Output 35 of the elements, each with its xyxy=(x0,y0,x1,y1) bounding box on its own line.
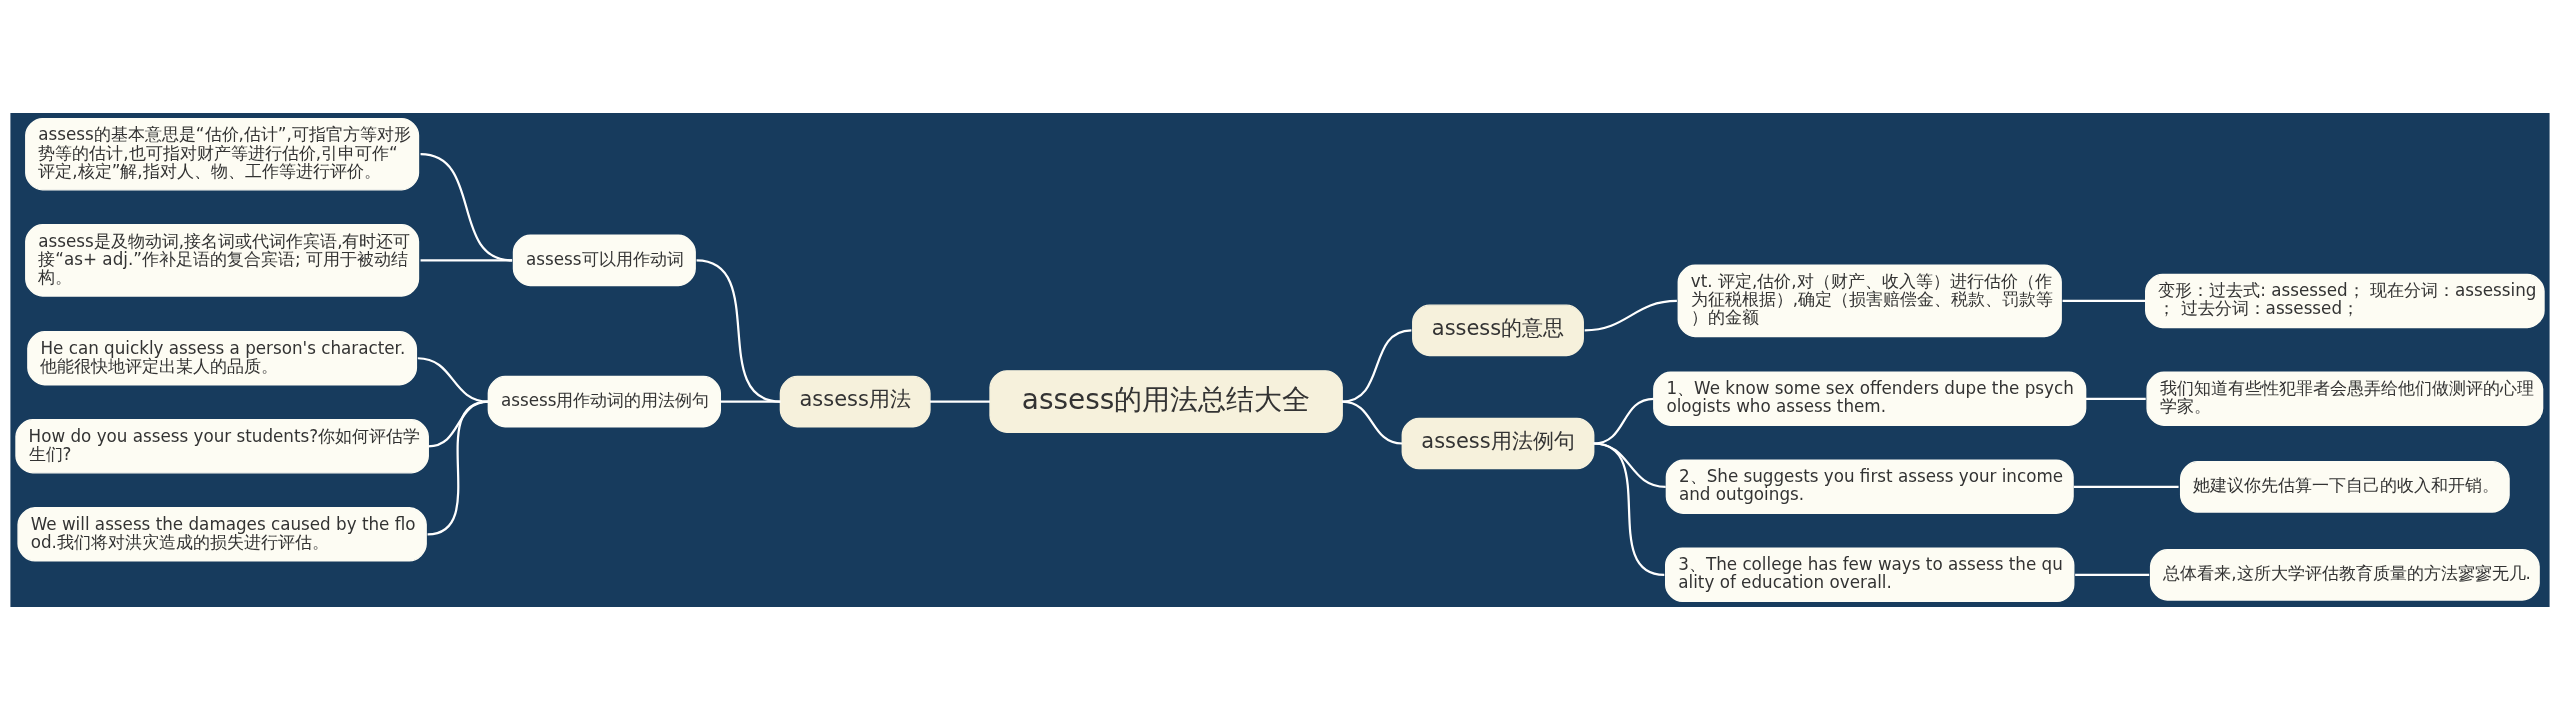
connector xyxy=(696,259,781,403)
node-box: How do you assess your students?你如何评估学生们? xyxy=(15,419,429,474)
connector xyxy=(720,400,781,403)
connector xyxy=(420,259,513,262)
node-box: assess的基本意思是“估价,估计”,可指官方等对形势等的估计,也可指对财产等进行估价,引申可作“评定,核定”解,指对人、物、工作等进行评价。 xyxy=(25,117,420,191)
connector xyxy=(420,153,513,262)
node-box: 总体看来,这所大学评估教育质量的方法寥寥无几. xyxy=(2149,549,2540,601)
node-box: 2、She suggests you first assess your income and outgoings. xyxy=(1665,459,2074,515)
node-box: assess的意思 xyxy=(1412,304,1584,357)
node-box: 我们知道有些性犯罪者会愚弄给他们做测评的心理学家。 xyxy=(2146,371,2544,427)
connector xyxy=(929,400,991,403)
connector xyxy=(2085,397,2146,400)
connector xyxy=(1593,397,1654,445)
node-box: We will assess the damages caused by the flood.我们将对洪灾造成的损失进行评估。 xyxy=(17,507,427,562)
connector xyxy=(1342,329,1412,403)
connector xyxy=(2073,485,2179,488)
node-box: assess用作动词的用法例句 xyxy=(487,375,722,428)
node-box: assess是及物动词,接名词或代词作宾语,有时还可接“as+ adj.”作补足语的复合宾语; 可用于被动结构。 xyxy=(25,224,420,297)
connector xyxy=(1342,400,1403,445)
node-box: 变形：过去式: assessed； 现在分词：assessing； 过去分词：assessed； xyxy=(2145,273,2545,329)
node-box: assess的用法总结大全 xyxy=(989,370,1343,433)
connector xyxy=(417,357,489,403)
node-box: vt. 评定,估价,对（财产、收入等）进行估价（作为征税根据）,确定（损害赔偿金、税款、罚款等）的金额 xyxy=(1677,264,2062,338)
node-box: He can quickly assess a person's character.他能很快地评定出某人的品质。 xyxy=(27,331,418,386)
connector xyxy=(427,400,489,536)
node-box: 3、The college has few ways to assess the quality of education overall. xyxy=(1665,547,2075,603)
connector xyxy=(1584,299,1677,332)
connector xyxy=(2075,573,2150,576)
node-box: assess用法 xyxy=(779,375,931,428)
node-box: 1、We know some sex offenders dupe the psychologists who assess them. xyxy=(1653,371,2087,427)
node-box: assess用法例句 xyxy=(1401,417,1595,470)
node-box: 她建议你先估算一下自己的收入和开销。 xyxy=(2179,460,2510,513)
connector xyxy=(2062,299,2146,303)
node-box: assess可以用作动词 xyxy=(512,234,696,287)
connector xyxy=(1593,442,1665,576)
